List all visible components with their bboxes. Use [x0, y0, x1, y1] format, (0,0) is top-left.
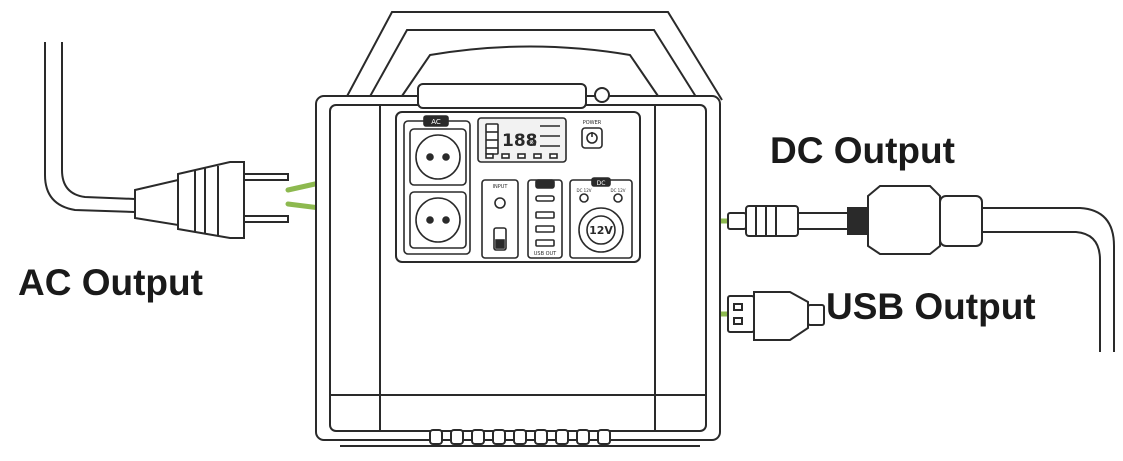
lcd-display	[477, 117, 567, 163]
input-port	[494, 197, 506, 209]
ac-output-label: AC Output	[18, 262, 203, 303]
ac-plug	[44, 42, 289, 239]
ac-badge: AC	[431, 118, 441, 126]
dc-right-label: DC 12V	[611, 188, 626, 193]
lcd-digits: 188	[502, 131, 538, 151]
usb-a-port-2	[535, 225, 555, 233]
dc-output-label: DC Output	[770, 130, 955, 171]
dc-port-left	[579, 193, 589, 203]
dc-badge: DC	[597, 180, 606, 187]
power-label: POWER	[583, 120, 602, 126]
light-icon	[594, 87, 610, 103]
usb-plug	[727, 291, 825, 341]
dc-port-right	[613, 193, 623, 203]
usb-output-label: USB Output	[826, 286, 1036, 327]
dc-left-label: DC 12V	[577, 188, 592, 193]
feet	[340, 429, 700, 447]
car-socket-label: 12V	[589, 224, 613, 237]
usb-c-port	[535, 195, 555, 202]
power-station	[315, 11, 723, 447]
panel-details: AC 188 % POWER	[403, 115, 633, 259]
usb-a-port-3	[535, 239, 555, 247]
input-label: INPUT	[493, 184, 509, 190]
usb-a-port-1	[535, 211, 555, 219]
lcd-percent: %	[528, 139, 537, 149]
usb-label: USB OUT	[534, 251, 557, 257]
dc-plug	[727, 185, 1115, 352]
input-section	[481, 179, 519, 259]
indicator-row	[485, 153, 558, 159]
